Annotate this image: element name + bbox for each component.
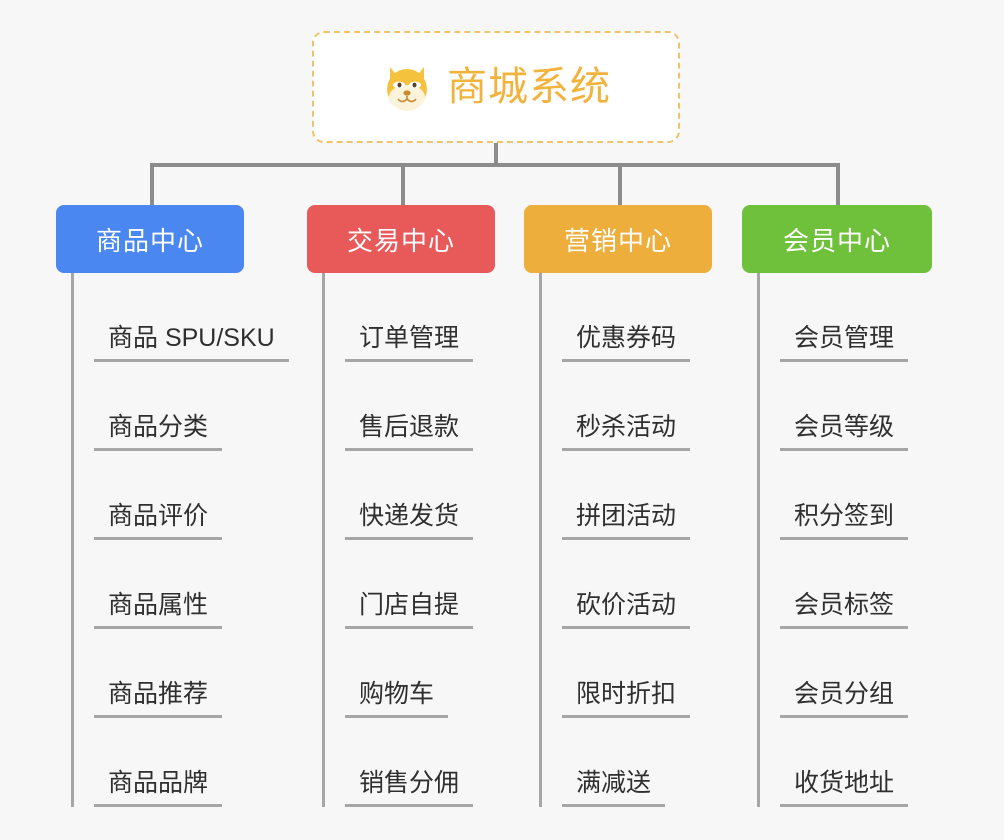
column-marketing-center: 营销中心 优惠券码 秒杀活动 拼团活动 砍价活动 限时折扣 满减送 (524, 205, 712, 807)
leaf-label: 商品评价 (94, 502, 223, 540)
list-item[interactable]: 购物车 (325, 629, 495, 718)
leaf-label: 拼团活动 (562, 502, 691, 540)
root-title: 商城系统 (447, 65, 611, 109)
list-item[interactable]: 销售分佣 (325, 718, 495, 807)
list-item[interactable]: 商品属性 (74, 540, 289, 629)
leaf-list-member-center: 会员管理 会员等级 积分签到 会员标签 会员分组 收货地址 (757, 273, 932, 807)
shiba-dog-icon (381, 61, 433, 113)
list-item[interactable]: 收货地址 (760, 718, 932, 807)
leaf-label: 快递发货 (345, 502, 474, 540)
category-header-member-center[interactable]: 会员中心 (742, 205, 932, 273)
category-header-product-center[interactable]: 商品中心 (56, 205, 244, 273)
list-item[interactable]: 会员等级 (760, 362, 932, 451)
leaf-label: 商品品牌 (94, 769, 223, 807)
column-product-center: 商品中心 商品 SPU/SKU 商品分类 商品评价 商品属性 商品推荐 商品品牌 (56, 205, 289, 807)
list-item[interactable]: 门店自提 (325, 540, 495, 629)
category-label: 会员中心 (782, 225, 891, 256)
leaf-list-marketing-center: 优惠券码 秒杀活动 拼团活动 砍价活动 限时折扣 满减送 (539, 273, 712, 807)
category-header-trade-center[interactable]: 交易中心 (307, 205, 495, 273)
column-member-center: 会员中心 会员管理 会员等级 积分签到 会员标签 会员分组 收货地址 (742, 205, 932, 807)
list-item[interactable]: 拼团活动 (542, 451, 712, 540)
leaf-label: 会员分组 (780, 680, 909, 718)
column-trade-center: 交易中心 订单管理 售后退款 快递发货 门店自提 购物车 销售分佣 (307, 205, 495, 807)
leaf-label: 商品分类 (94, 413, 223, 451)
connector-drop-1 (150, 163, 154, 205)
leaf-label: 购物车 (345, 680, 449, 718)
leaf-label: 收货地址 (780, 769, 909, 807)
connector-root-stem (494, 143, 498, 165)
leaf-list-product-center: 商品 SPU/SKU 商品分类 商品评价 商品属性 商品推荐 商品品牌 (71, 273, 289, 807)
leaf-label: 会员标签 (780, 591, 909, 629)
list-item[interactable]: 商品评价 (74, 451, 289, 540)
connector-drop-2 (401, 163, 405, 205)
category-label: 营销中心 (563, 225, 672, 256)
list-item[interactable]: 秒杀活动 (542, 362, 712, 451)
connector-drop-3 (618, 163, 622, 205)
list-item[interactable]: 商品分类 (74, 362, 289, 451)
list-item[interactable]: 积分签到 (760, 451, 932, 540)
leaf-label: 会员管理 (780, 324, 909, 362)
list-item[interactable]: 满减送 (542, 718, 712, 807)
list-item[interactable]: 商品品牌 (74, 718, 289, 807)
list-item[interactable]: 会员管理 (760, 273, 932, 362)
connector-horizontal-bus (150, 163, 840, 167)
leaf-label: 售后退款 (345, 413, 474, 451)
list-item[interactable]: 商品 SPU/SKU (74, 273, 289, 362)
leaf-label: 满减送 (562, 769, 666, 807)
leaf-label: 销售分佣 (345, 769, 474, 807)
leaf-label: 优惠券码 (562, 324, 691, 362)
list-item[interactable]: 订单管理 (325, 273, 495, 362)
root-node-shop-system[interactable]: 商城系统 (312, 31, 680, 143)
connector-drop-4 (836, 163, 840, 205)
category-label: 商品中心 (95, 225, 204, 256)
category-label: 交易中心 (346, 225, 455, 256)
leaf-label: 积分签到 (780, 502, 909, 540)
list-item[interactable]: 售后退款 (325, 362, 495, 451)
list-item[interactable]: 快递发货 (325, 451, 495, 540)
list-item[interactable]: 商品推荐 (74, 629, 289, 718)
leaf-label: 商品 SPU/SKU (94, 324, 289, 362)
category-header-marketing-center[interactable]: 营销中心 (524, 205, 712, 273)
list-item[interactable]: 限时折扣 (542, 629, 712, 718)
list-item[interactable]: 砍价活动 (542, 540, 712, 629)
list-item[interactable]: 优惠券码 (542, 273, 712, 362)
leaf-label: 商品属性 (94, 591, 223, 629)
list-item[interactable]: 会员标签 (760, 540, 932, 629)
leaf-label: 商品推荐 (94, 680, 223, 718)
leaf-label: 秒杀活动 (562, 413, 691, 451)
list-item[interactable]: 会员分组 (760, 629, 932, 718)
leaf-label: 会员等级 (780, 413, 909, 451)
leaf-list-trade-center: 订单管理 售后退款 快递发货 门店自提 购物车 销售分佣 (322, 273, 495, 807)
leaf-label: 门店自提 (345, 591, 474, 629)
leaf-label: 限时折扣 (562, 680, 691, 718)
leaf-label: 订单管理 (345, 324, 474, 362)
leaf-label: 砍价活动 (562, 591, 691, 629)
